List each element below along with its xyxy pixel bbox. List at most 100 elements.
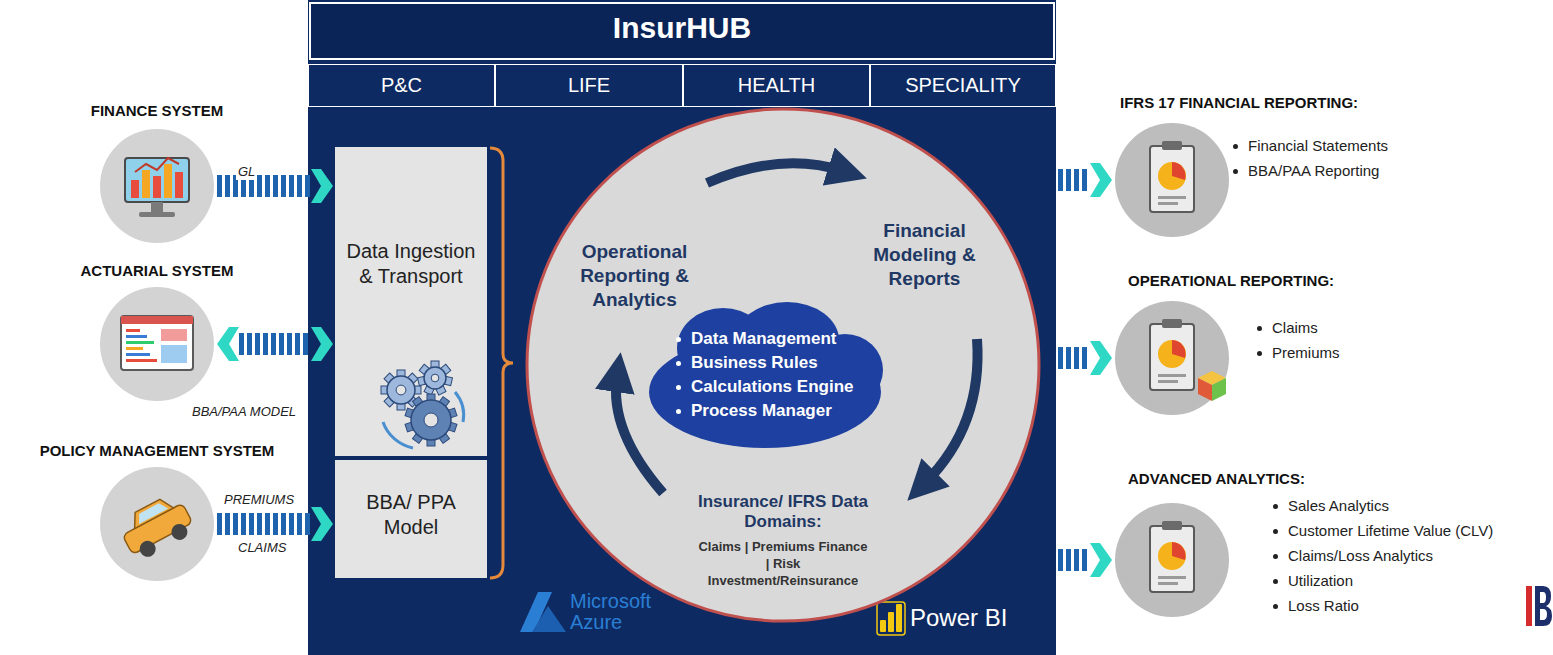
arrow-stripe: [265, 513, 270, 535]
gear-hole: [431, 374, 439, 382]
window-panel: [161, 329, 187, 341]
flow-arrow: [217, 507, 333, 541]
car-wheel: [169, 521, 191, 543]
arrow-stripe: [297, 175, 302, 197]
source-system: FINANCE SYSTEM: [99, 128, 215, 244]
gear: [418, 361, 453, 395]
icon-circle: [100, 467, 214, 581]
report-icon: [1114, 300, 1230, 416]
report-bullet: Customer Lifetime Value (CLV): [1288, 521, 1493, 541]
arrow-stripe: [295, 333, 300, 355]
gear-hole: [396, 385, 406, 395]
bracket: [490, 148, 513, 578]
hub-circle-fill: [527, 109, 1039, 621]
gears-illustration: [363, 352, 473, 452]
chart-bar: [142, 170, 150, 198]
cloud-bullet: Process Manager: [691, 400, 832, 422]
panel-title: InsurHUB: [308, 8, 1056, 48]
arrow-stripe: [1082, 169, 1087, 191]
chart-line: [135, 158, 179, 172]
clipboard: [1150, 324, 1194, 390]
arrow-stripe: [257, 513, 262, 535]
report-bullet: Financial Statements: [1248, 136, 1388, 156]
report-bullet: Premiums: [1272, 343, 1340, 363]
powerbi-bar: [888, 612, 894, 632]
pie-slice: [1172, 162, 1186, 180]
code-line: [126, 347, 143, 350]
icon-circle: [1115, 503, 1229, 617]
corner-logo-bar: [1526, 586, 1532, 626]
code-line: [126, 335, 147, 338]
box-label: BBA/ PPA Model: [343, 490, 479, 540]
arrow-stripe: [289, 513, 294, 535]
arrow-stripe: [225, 513, 230, 535]
azure-logo: [520, 592, 566, 632]
icon-circle: [100, 129, 214, 243]
hub-label: Insurance/ IFRS Data Domains:: [693, 492, 873, 533]
arrow-stripe: [1058, 549, 1063, 571]
gear-body: [387, 376, 415, 404]
car: [116, 491, 198, 564]
arrow-head: [1090, 543, 1112, 577]
arrow-head: [1090, 341, 1112, 375]
arrow-stripe: [1066, 347, 1071, 369]
arrow-stripe: [271, 333, 276, 355]
report-icon: [1114, 122, 1230, 238]
arrow-stripe: [273, 513, 278, 535]
report-bullet: Sales Analytics: [1288, 496, 1389, 516]
arrow-head: [1090, 163, 1112, 197]
segment-tab: P&C: [308, 64, 495, 107]
system-heading: FINANCE SYSTEM: [91, 102, 224, 120]
hub-panel-fill: [308, 0, 1056, 655]
cube-face: [1212, 378, 1226, 401]
arrow-stripe: [241, 513, 246, 535]
pie-chart: [1158, 340, 1186, 368]
powerbi-bar: [880, 620, 886, 632]
monitor-screen: [125, 158, 189, 202]
cycle-arrow: [707, 163, 843, 183]
process-box: Data Ingestion & Transport: [335, 147, 487, 456]
source-system: POLICY MANAGEMENT SYSTEM: [99, 466, 215, 582]
flow-arrow: [1058, 543, 1112, 577]
clipboard-clip: [1162, 141, 1182, 150]
arrow-stripe: [305, 513, 310, 535]
arrow-stripe: [1074, 169, 1079, 191]
arrow-head: [311, 169, 333, 203]
icon-circle: [1115, 123, 1229, 237]
segment-label: LIFE: [500, 65, 678, 106]
arrow-stripe: [281, 513, 286, 535]
clipboard-clip: [1162, 521, 1182, 530]
report-bullet: BBA/PAA Reporting: [1248, 161, 1379, 181]
report-bullet: Loss Ratio: [1288, 596, 1359, 616]
window-frame: [121, 316, 193, 370]
flow-arrow: [217, 327, 333, 361]
car-window: [135, 501, 168, 524]
flow-label: BBA/PAA MODEL: [190, 404, 298, 420]
powerbi-logo: [877, 602, 905, 635]
pie-slice: [1172, 542, 1186, 560]
arrow-stripe: [217, 513, 222, 535]
report-heading: ADVANCED ANALYTICS:: [1128, 470, 1305, 488]
source-system: ACTUARIAL SYSTEM: [99, 286, 215, 402]
process-box: BBA/ PPA Model: [335, 460, 487, 578]
cloud-bullet: Business Rules: [691, 352, 818, 374]
gear-arc: [455, 392, 464, 422]
segment-label: P&C: [313, 65, 490, 106]
arrow-stripe: [279, 333, 284, 355]
clipboard-line: [1158, 374, 1186, 377]
report-icon: [1114, 502, 1230, 618]
report-heading: IFRS 17 FINANCIAL REPORTING:: [1120, 94, 1358, 112]
gear-hole: [424, 413, 438, 427]
arrow-stripe: [225, 175, 230, 197]
cube-face: [1198, 378, 1212, 401]
car-wheel: [137, 538, 159, 560]
segment-tab: LIFE: [495, 64, 683, 107]
cloud-outline: [645, 300, 885, 452]
pie-chart: [1158, 162, 1186, 190]
powerbi-frame: [877, 602, 905, 635]
report-bullet: Claims/Loss Analytics: [1288, 546, 1433, 566]
arrow-stripe: [247, 333, 252, 355]
chart-bar: [153, 176, 161, 198]
report-heading: OPERATIONAL REPORTING:: [1128, 272, 1334, 290]
